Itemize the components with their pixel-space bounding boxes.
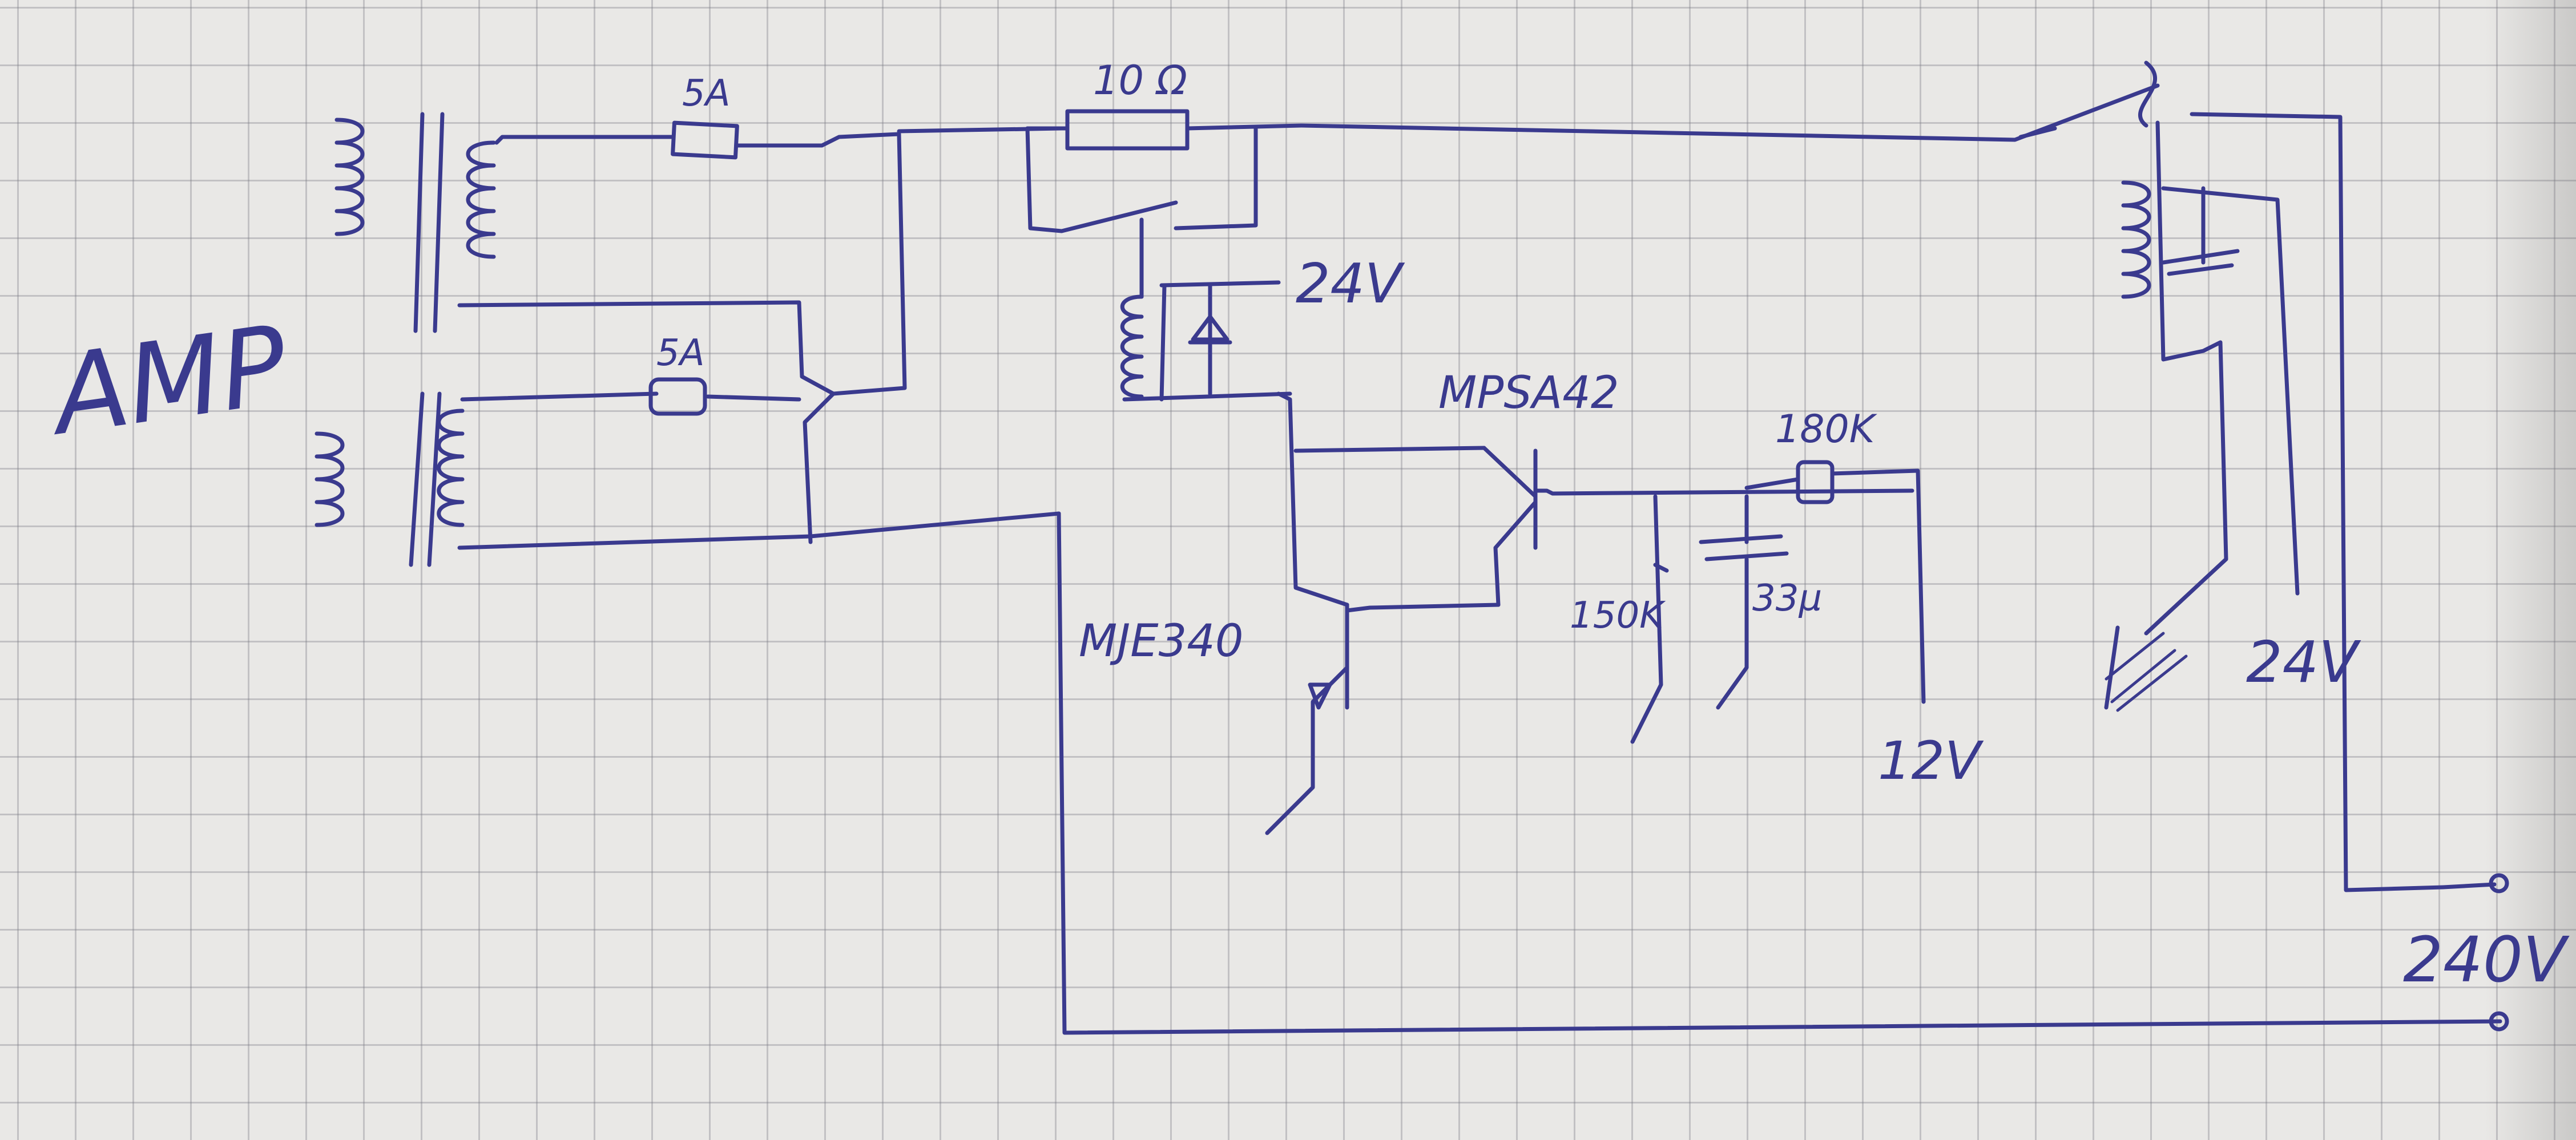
mje340-emitter (1265, 665, 1349, 835)
mpsa42-label: MPSA42 (1438, 367, 1619, 419)
resistor-150k-wire (1630, 494, 1663, 744)
capacitor-33u-plate-top (1699, 534, 1783, 544)
fuse-mid (648, 377, 707, 416)
mains-terminal-bottom (2489, 1011, 2509, 1032)
capacitor-33u-label: 33µ (1752, 577, 1822, 620)
mains-terminal-top (2489, 873, 2509, 894)
fuse-top (671, 120, 739, 160)
resistor-10ohm (1065, 109, 1190, 151)
bottom-transformer-secondary-coil (437, 409, 465, 527)
mpsa42-emitter (1493, 500, 1538, 607)
mje340-label: MJE340 (1079, 616, 1243, 667)
top-transformer-core-line-2 (433, 112, 445, 333)
capacitor-33u-plate-bottom (1704, 551, 1789, 561)
bottom-transformer-core-line-1 (409, 391, 425, 567)
mains-connection (1299, 83, 2509, 1032)
top-transformer-symbol (334, 112, 496, 333)
paper-edge-shadow (2485, 0, 2576, 1140)
top-transformer-secondary-coil (466, 140, 496, 259)
bottom-transformer-primary-coil (315, 431, 345, 527)
relay-coil-24v (1120, 280, 1292, 402)
top-transformer-primary-coil (334, 118, 365, 236)
supply-24v-label: 24V (2246, 629, 2361, 696)
top-transformer-core-line-1 (413, 112, 425, 333)
supply-12v-label: 12V (1878, 730, 1984, 791)
amp-label: AMP (40, 302, 295, 460)
right-transformer-coil (2121, 180, 2151, 299)
mpsa42-collector (1482, 446, 1538, 499)
resistor-10ohm-group (1025, 109, 1304, 299)
resistor-180k (1796, 460, 1835, 504)
resistor-150k-label: 150K (1570, 595, 1666, 637)
relay-24v-label: 24V (1296, 253, 1405, 316)
left-wiring (457, 126, 2502, 1035)
transistor-driver (1265, 391, 1914, 835)
fuse-top-label: 5A (682, 72, 731, 115)
resistor-10ohm-label: 10 Ω (1093, 57, 1187, 104)
fuse-mid-label: 5A (656, 332, 705, 374)
bottom-transformer-symbol (315, 391, 465, 567)
bias-network (1630, 460, 1926, 744)
resistor-180k-label: 180K (1775, 407, 1878, 452)
mains-240v-label: 240V (2403, 923, 2570, 996)
right-transformer-symbol (2104, 60, 2445, 892)
